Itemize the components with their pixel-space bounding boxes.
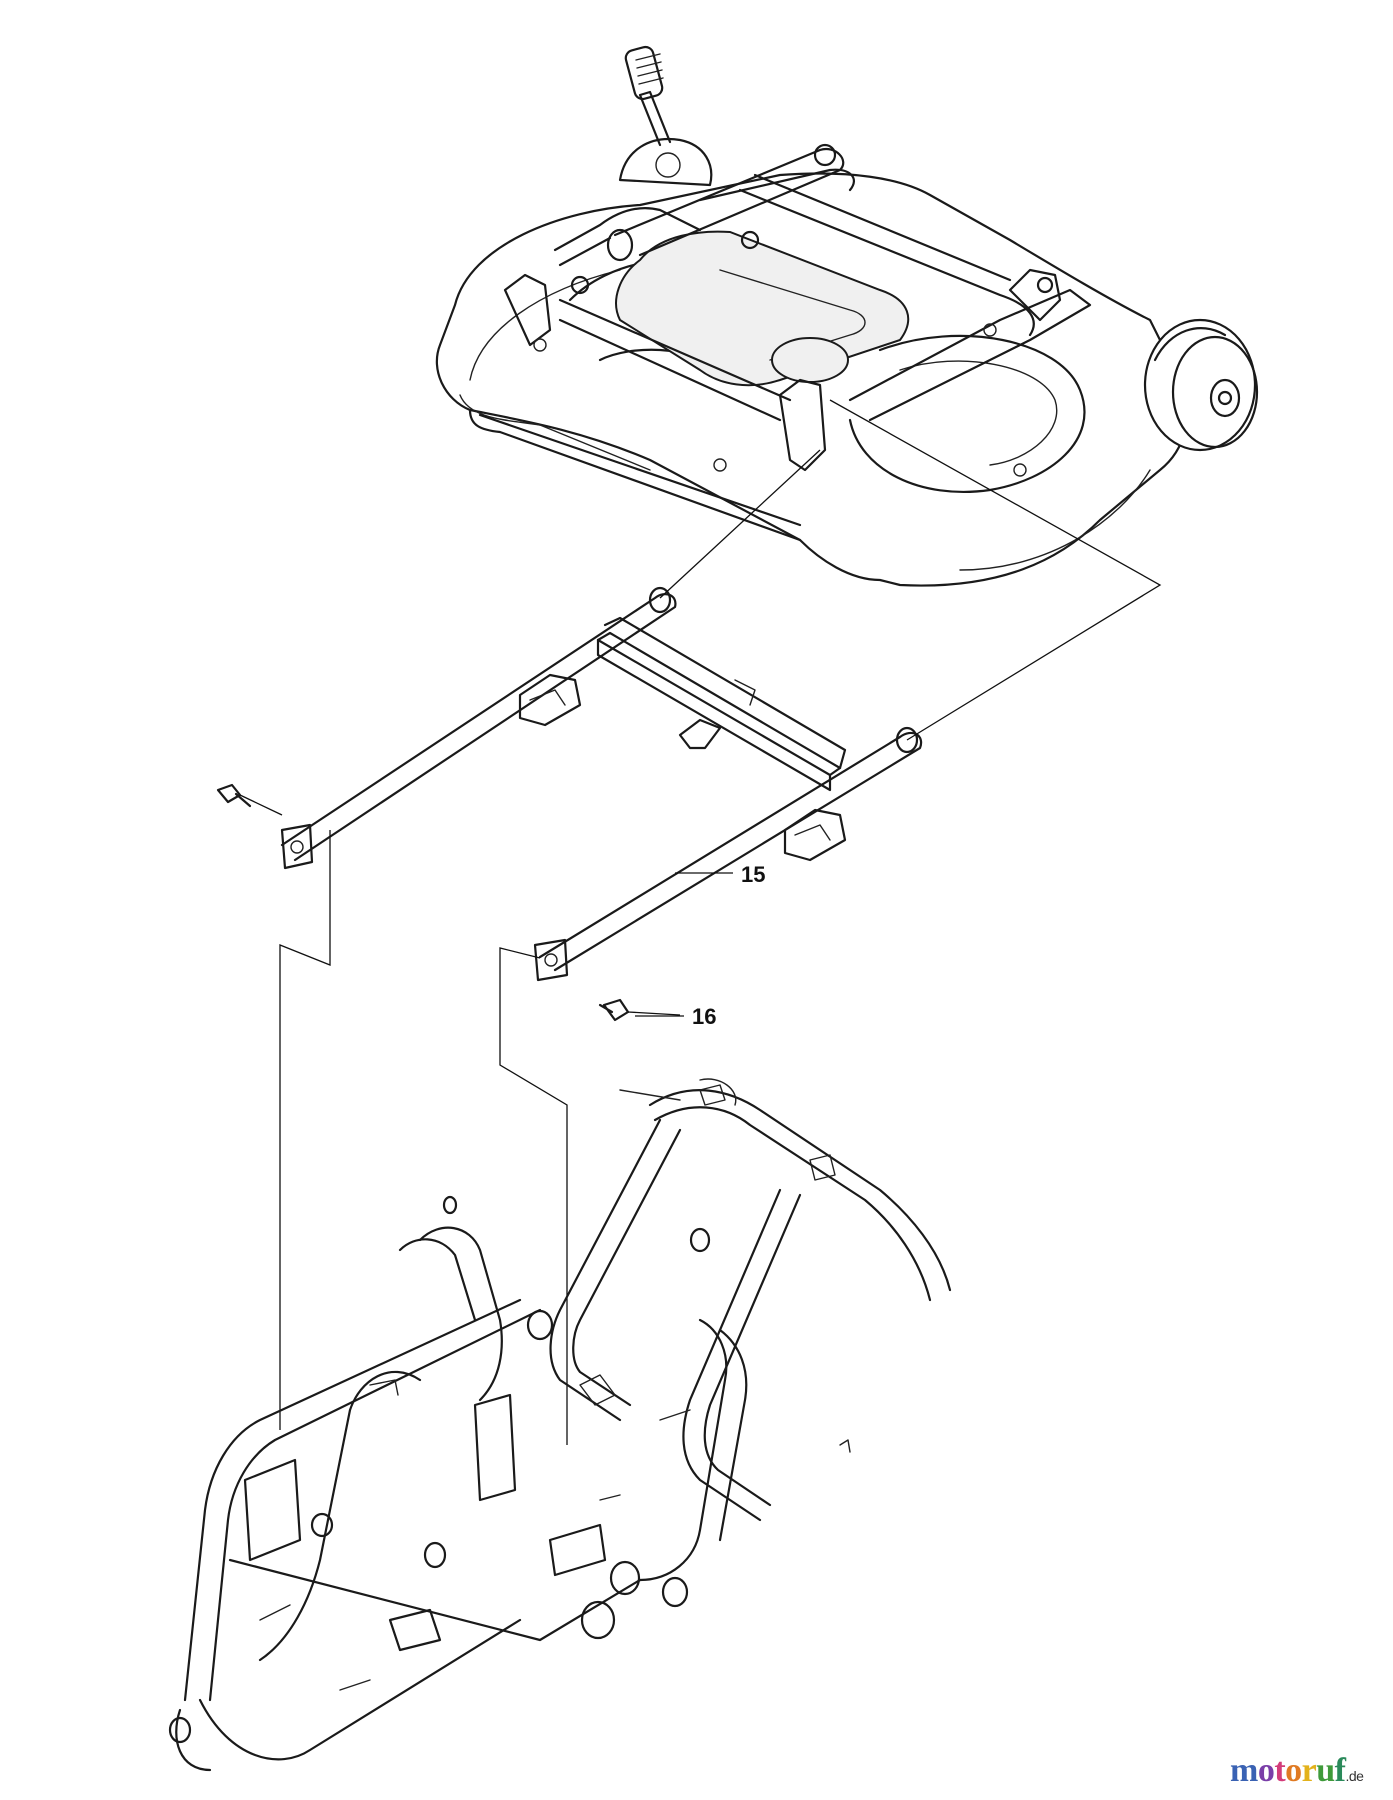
lift-arm-assembly xyxy=(216,586,923,1022)
watermark-letter: f xyxy=(1334,1752,1346,1789)
lift-tube-15 xyxy=(538,731,923,972)
exploded-view-lines xyxy=(239,399,1162,1445)
watermark-letter: u xyxy=(1316,1752,1335,1789)
callout-16: 16 xyxy=(692,1004,717,1029)
callout-15: 15 xyxy=(741,862,766,887)
watermark-letter: r xyxy=(1301,1752,1317,1789)
tractor-frame xyxy=(168,1078,952,1772)
watermark-tld: .de xyxy=(1345,1768,1364,1784)
bolt-16 xyxy=(598,998,630,1022)
watermark-letter: m xyxy=(1230,1752,1258,1789)
watermark-letter: o xyxy=(1257,1752,1275,1789)
watermark-logo: motoruf.de xyxy=(1230,1752,1364,1790)
gauge-wheel xyxy=(1143,318,1259,452)
watermark-letter: t xyxy=(1274,1752,1286,1789)
watermark-letter: o xyxy=(1285,1752,1302,1789)
mower-deck xyxy=(435,45,1259,587)
